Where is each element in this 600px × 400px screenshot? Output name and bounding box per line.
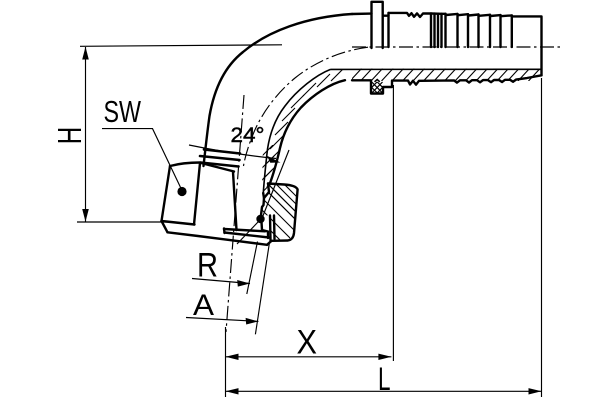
svg-text:H: H	[51, 127, 88, 145]
svg-text:SW: SW	[104, 94, 142, 129]
svg-text:L: L	[378, 361, 391, 397]
svg-text:A: A	[193, 289, 214, 322]
svg-text:24°: 24°	[231, 124, 265, 147]
svg-text:X: X	[297, 323, 318, 361]
svg-text:R: R	[197, 247, 218, 285]
